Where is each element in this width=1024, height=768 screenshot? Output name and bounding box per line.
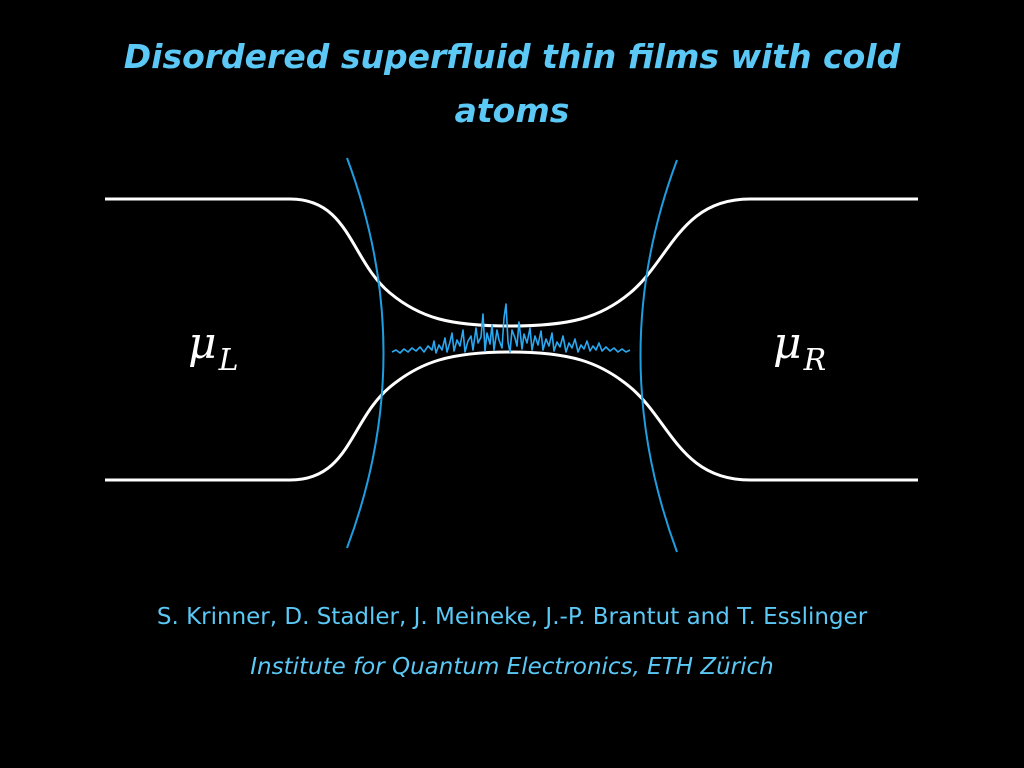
institute-affiliation: Institute for Quantum Electronics, ETH Z… (250, 654, 774, 680)
mu-right-label: μR (773, 322, 826, 379)
author-list: S. Krinner, D. Stadler, J. Meineke, J.-P… (156, 604, 868, 630)
mu-right-subscript: R (803, 343, 827, 378)
mu-left-subscript: L (218, 343, 239, 378)
slide-title: Disordered superfluid thin films with co… (123, 37, 901, 130)
channel-top-wall (105, 197, 918, 328)
mu-right-symbol: μ (773, 318, 802, 369)
disorder-trace (391, 303, 631, 354)
right-beam-line (639, 159, 678, 553)
channel-diagram (105, 157, 918, 553)
mu-left-label: μL (188, 322, 239, 379)
mu-left-symbol: μ (188, 318, 217, 369)
left-beam-line (346, 157, 385, 549)
